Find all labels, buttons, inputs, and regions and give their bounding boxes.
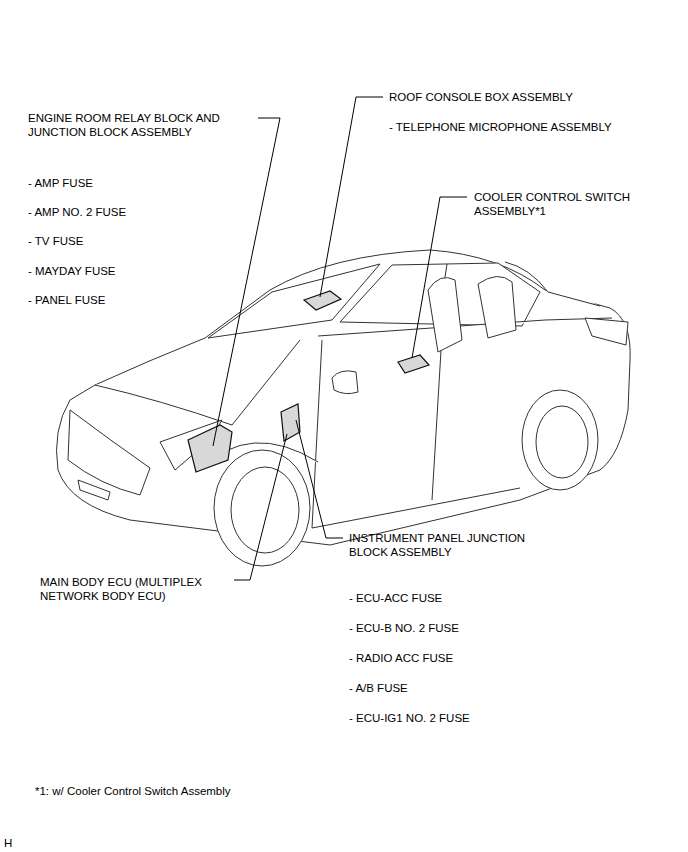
car-body [57,250,631,566]
engine-room-junction-block [188,425,232,472]
leader-line [412,197,467,358]
rear-tire [522,390,598,490]
figure-code: H [4,836,44,850]
leader-line [213,118,280,446]
component-name: ENGINE ROOM RELAY BLOCK AND JUNCTION BLO… [28,111,243,139]
footnote: *1: w/ Cooler Control Switch Assembly [35,784,355,798]
rocker-line [312,488,520,528]
fuse-name: - ECU-IG1 NO. 2 FUSE [349,711,549,725]
mirror [332,371,358,394]
cooler-switch [398,355,429,373]
rear-seat [478,276,516,338]
body-silhouette [57,250,631,545]
door-line [312,340,322,528]
rear-wheel [536,406,588,478]
rear-window [505,262,600,306]
component-name: INSTRUMENT PANEL JUNCTION BLOCK ASSEMBLY [349,531,549,559]
windshield [208,264,380,338]
fuse-name: - MAYDAY FUSE [28,264,228,278]
leader-line [320,97,383,297]
front-wheel [231,467,299,553]
roof-console [304,291,341,310]
fuse-name: - TV FUSE [28,234,228,248]
fuse-name: - AMP FUSE [28,176,228,190]
fog-lamp [78,480,110,500]
fuse-name: - A/B FUSE [349,681,549,695]
component-name: ROOF CONSOLE BOX ASSEMBLY [389,90,669,104]
fuse-name: - ECU-B NO. 2 FUSE [349,621,549,635]
door-line [432,334,442,500]
hood-line [95,340,300,425]
fuse-name: - PANEL FUSE [28,293,228,307]
component-name: COOLER CONTROL SWITCH ASSEMBLY*1 [474,190,652,218]
leader-line [234,434,287,580]
component-markers [188,291,429,472]
leader-line [296,420,343,538]
fuse-name: - AMP NO. 2 FUSE [28,205,228,219]
front-tire [214,450,310,566]
leader-lines [213,97,467,580]
fuse-name: - RADIO ACC FUSE [349,651,549,665]
component-name: MAIN BODY ECU (MULTIPLEX NETWORK BODY EC… [40,575,226,603]
fuse-name: - ECU-ACC FUSE [349,591,549,605]
beltline [318,318,612,336]
sub-component-name: - TELEPHONE MICROPHONE ASSEMBLY [389,120,669,134]
front-seat [428,278,462,352]
tail-lamp [585,318,628,345]
